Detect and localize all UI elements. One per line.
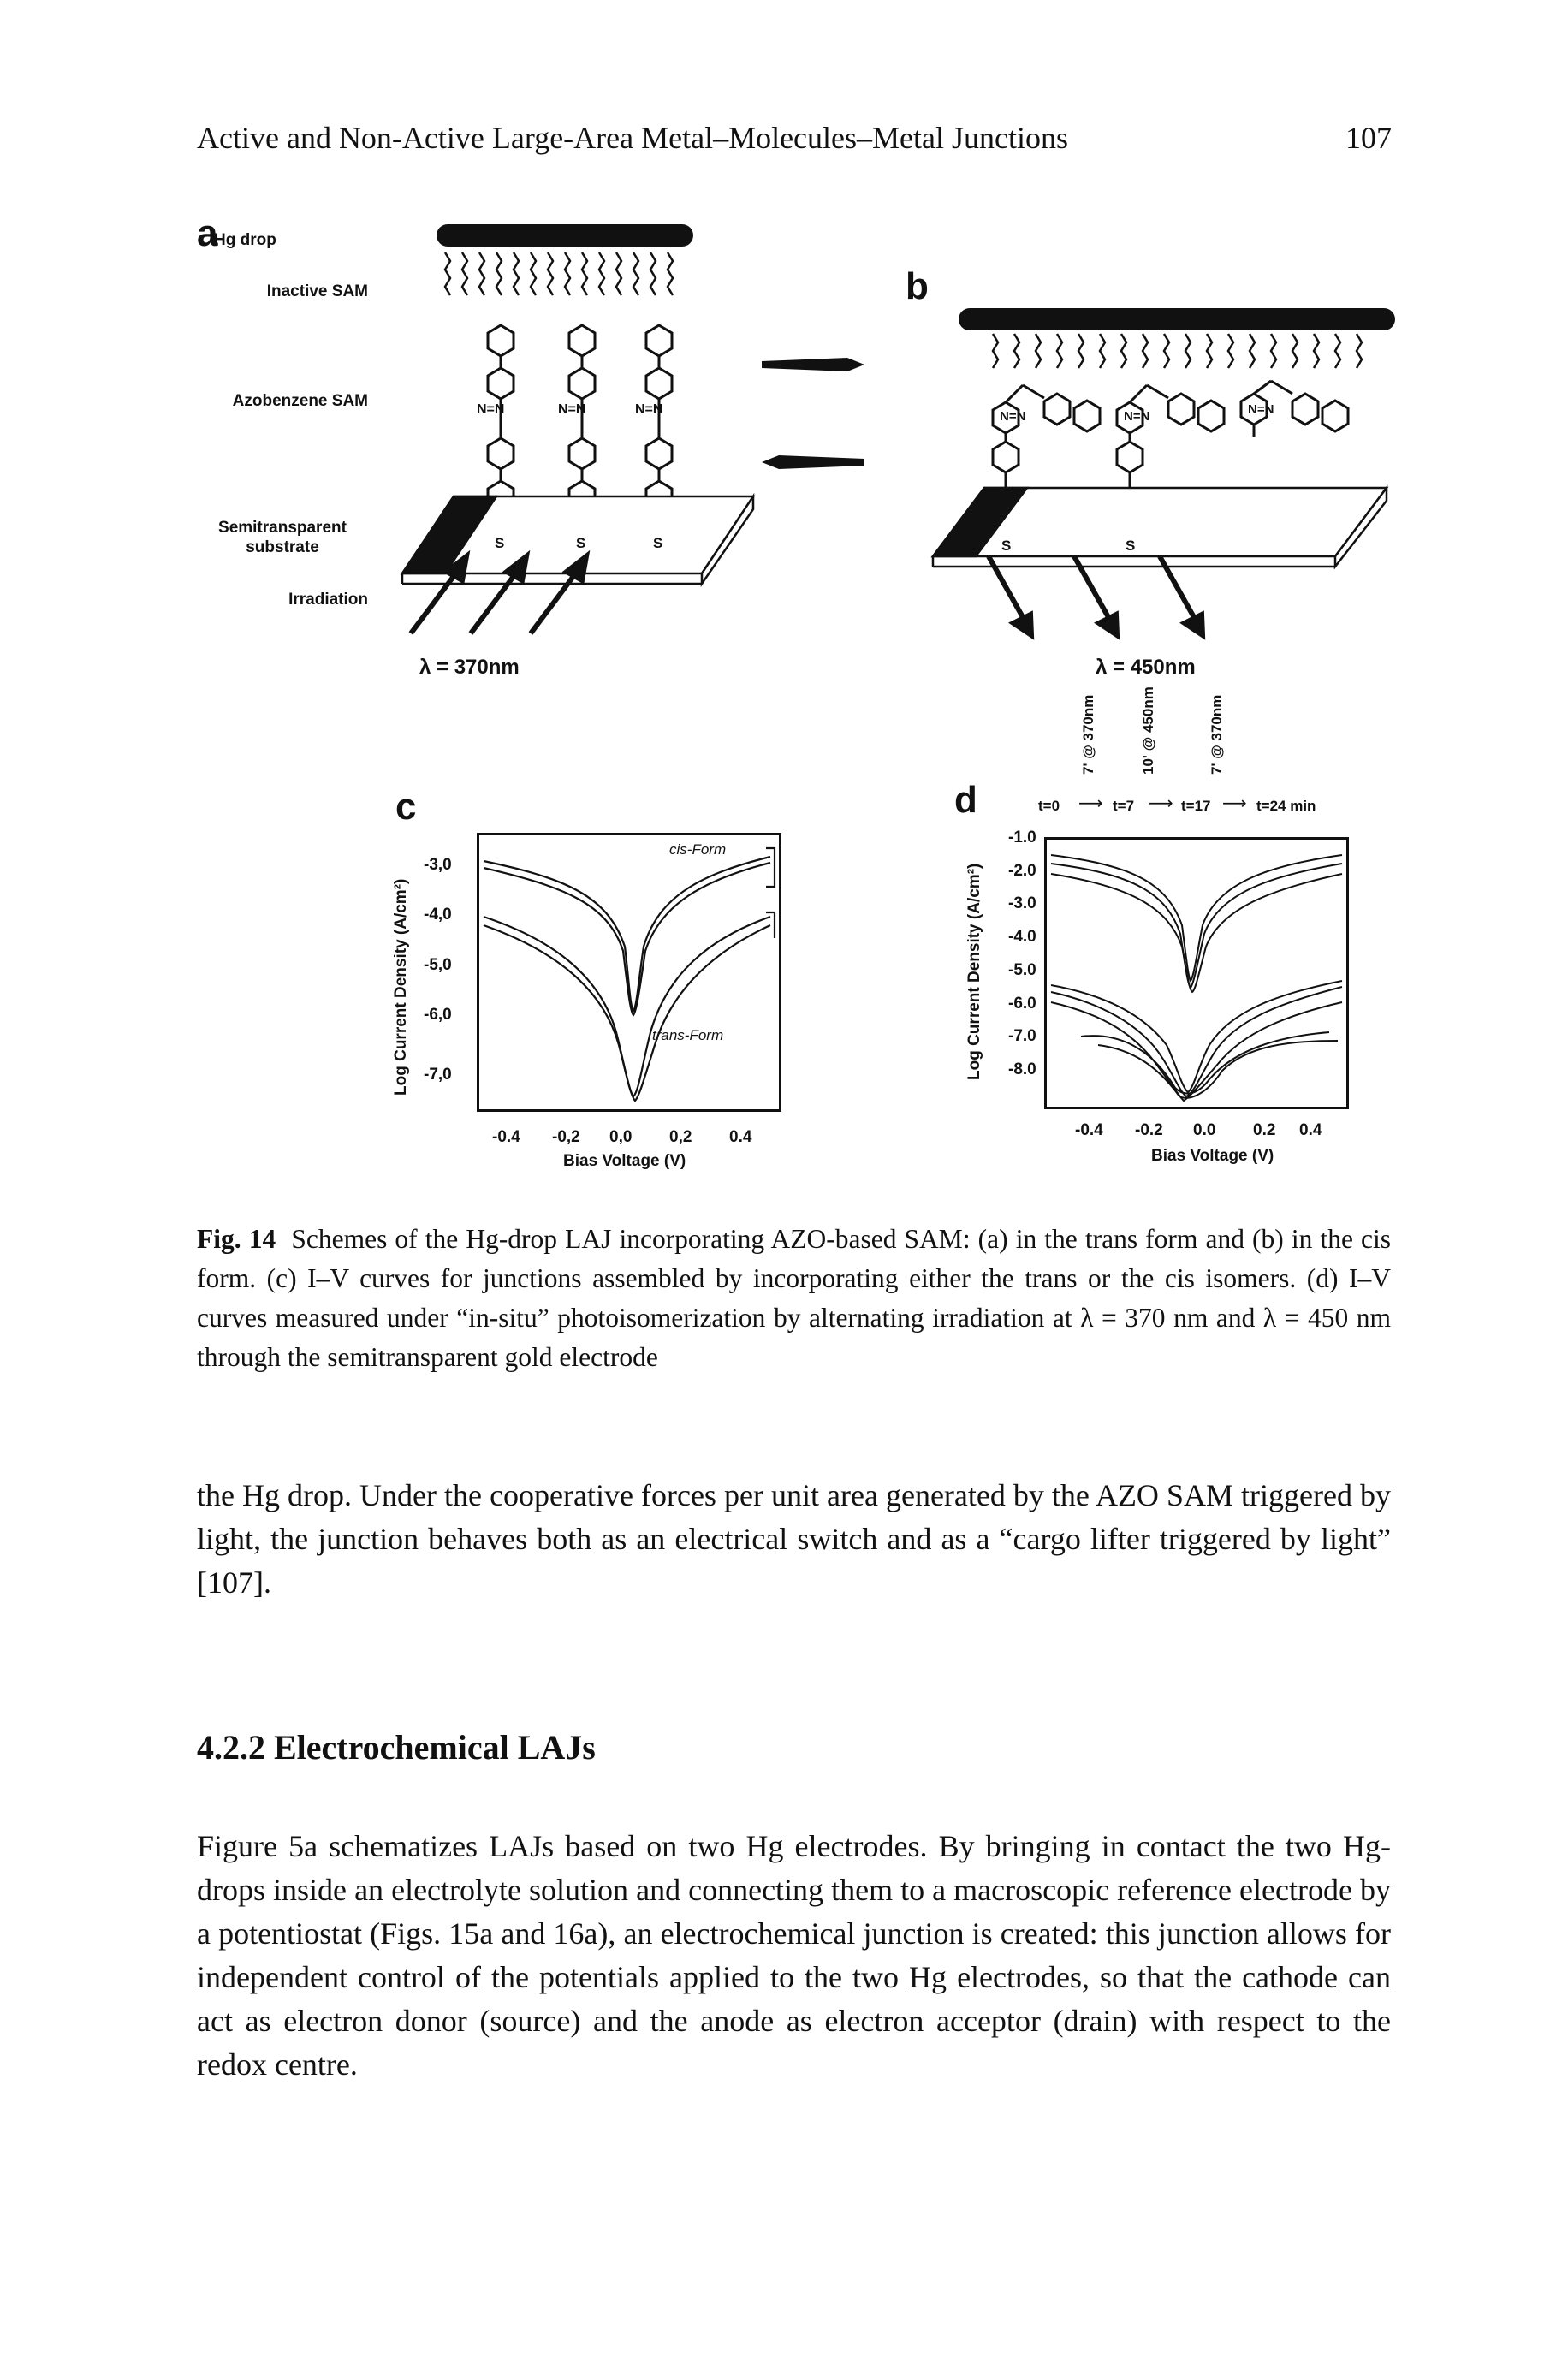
timeline-arrow-2: ⟶: [1149, 794, 1173, 813]
panel-c-ytick-3: -5,0: [424, 956, 452, 974]
label-inactive-sam: Inactive SAM: [266, 282, 368, 300]
panel-c-ytick-1: -3,0: [424, 856, 452, 874]
label-azobenzene-sam: Azobenzene SAM: [232, 392, 368, 410]
panel-d-plot-frame: [1044, 837, 1349, 1109]
panel-d-ytick-4: -4.0: [1008, 928, 1036, 946]
figure-caption: Fig. 14 Schemes of the Hg-drop LAJ incor…: [197, 1220, 1391, 1377]
wavelength-450: λ = 450nm: [1096, 656, 1196, 679]
irradiation-arrows-b: [986, 555, 1206, 640]
azo-label-1: N=N: [477, 402, 505, 417]
caption-label: Fig. 14: [197, 1224, 276, 1254]
body-paragraph-1: the Hg drop. Under the cooperative force…: [197, 1478, 1391, 1600]
thiol-s-label-b-2: S: [1126, 538, 1136, 554]
inactive-sam-chains-b: [991, 333, 1363, 369]
timeline-t24: t=24 min: [1256, 798, 1316, 814]
caption-text: Schemes of the Hg-drop LAJ incorporating…: [197, 1224, 1391, 1372]
panel-d-xtick-1: -0.4: [1075, 1121, 1103, 1139]
panel-c-ytick-4: -6,0: [424, 1006, 452, 1024]
panel-d-ytick-5: -5.0: [1008, 961, 1036, 979]
timeline-arrow-1: ⟶: [1078, 794, 1103, 813]
panel-c-letter: c: [395, 786, 417, 828]
panel-d-xtick-3: 0.0: [1193, 1121, 1216, 1139]
irradiation-arrows: [408, 549, 591, 635]
panel-b-schematic: [930, 308, 1395, 640]
azo-label-b-3: N=N: [1248, 402, 1274, 417]
panel-c-xtick-5: 0.4: [729, 1128, 752, 1146]
panel-c-ylabel: Log Current Density (A/cm²): [392, 878, 410, 1096]
label-irradiation: Irradiation: [288, 591, 368, 609]
azo-label-3: N=N: [635, 402, 663, 417]
azo-label-2: N=N: [558, 402, 586, 417]
thiol-s-label-1: S: [495, 535, 505, 551]
wavelength-370: λ = 370nm: [419, 656, 520, 679]
panel-d-ytick-7: -7.0: [1008, 1027, 1036, 1045]
panel-d-ytick-1: -1.0: [1008, 829, 1036, 846]
irr-step-3: 7' @ 370nm: [1209, 694, 1225, 775]
panel-a-schematic: [400, 224, 864, 635]
panel-d-xtick-5: 0.4: [1299, 1121, 1322, 1139]
timeline-t17: t=17: [1181, 798, 1211, 814]
panel-c-xlabel: Bias Voltage (V): [563, 1152, 686, 1170]
panel-d-xtick-4: 0.2: [1253, 1121, 1276, 1139]
panel-d-ytick-8: -8.0: [1008, 1060, 1036, 1078]
irr-step-1: 7' @ 370nm: [1080, 694, 1096, 775]
panel-c-xtick-3: 0,0: [609, 1128, 633, 1146]
panel-d-ytick-2: -2.0: [1008, 862, 1036, 880]
cis-azobenzene-molecules: [991, 379, 1350, 490]
panel-d-xtick-2: -0.2: [1135, 1121, 1163, 1139]
panel-d-xlabel: Bias Voltage (V): [1151, 1147, 1274, 1165]
page-number: 107: [1345, 121, 1392, 155]
substrate-slab-b: [930, 484, 1389, 570]
panel-d-curves: [1050, 854, 1343, 1102]
panel-a-letter: a: [197, 212, 218, 254]
azo-label-b-2: N=N: [1124, 409, 1150, 424]
panel-c-xtick-1: -0.4: [492, 1128, 520, 1146]
body-paragraph-2: Figure 5a schematizes LAJs based on two …: [197, 1829, 1391, 2082]
panel-d-ytick-6: -6.0: [1008, 995, 1036, 1013]
hg-drop-shape: [437, 224, 693, 247]
timeline-t7: t=7: [1113, 798, 1135, 814]
timeline-arrow-3: ⟶: [1222, 794, 1247, 813]
timeline-t0: t=0: [1038, 798, 1060, 814]
panel-b-letter: b: [906, 265, 929, 307]
label-semitransparent-substrate: Semitransparent substrate: [218, 519, 347, 556]
thiol-s-label-2: S: [576, 535, 586, 551]
azo-label-b-1: N=N: [1000, 409, 1026, 424]
label-hg-drop: Hg drop: [214, 231, 276, 249]
annotation-cis-form: cis-Form: [669, 841, 727, 858]
panel-d-ylabel: Log Current Density (A/cm²): [965, 863, 983, 1080]
panel-c-plot-frame: [477, 833, 781, 1112]
hg-drop-shape-b: [959, 308, 1395, 330]
substrate-slab: [400, 492, 756, 588]
panel-c-curves: [483, 846, 776, 1102]
running-header-title: Active and Non-Active Large-Area Metal–M…: [197, 121, 1069, 155]
thiol-s-label-3: S: [653, 535, 663, 551]
inactive-sam-chains: [443, 252, 674, 296]
thiol-s-label-b-1: S: [1001, 538, 1012, 554]
panel-c-xtick-2: -0,2: [552, 1128, 580, 1146]
panel-d-ytick-3: -3.0: [1008, 894, 1036, 912]
panel-c-ytick-5: -7,0: [424, 1066, 452, 1084]
section-heading: 4.2.2 Electrochemical LAJs: [197, 1728, 596, 1767]
panel-c-xtick-4: 0,2: [669, 1128, 692, 1146]
switching-arrows: [762, 358, 864, 469]
panel-d-letter: d: [954, 779, 977, 821]
panel-c-ytick-2: -4,0: [424, 906, 452, 924]
irr-step-2: 10' @ 450nm: [1140, 686, 1156, 775]
annotation-trans-form: trans-Form: [652, 1027, 724, 1043]
